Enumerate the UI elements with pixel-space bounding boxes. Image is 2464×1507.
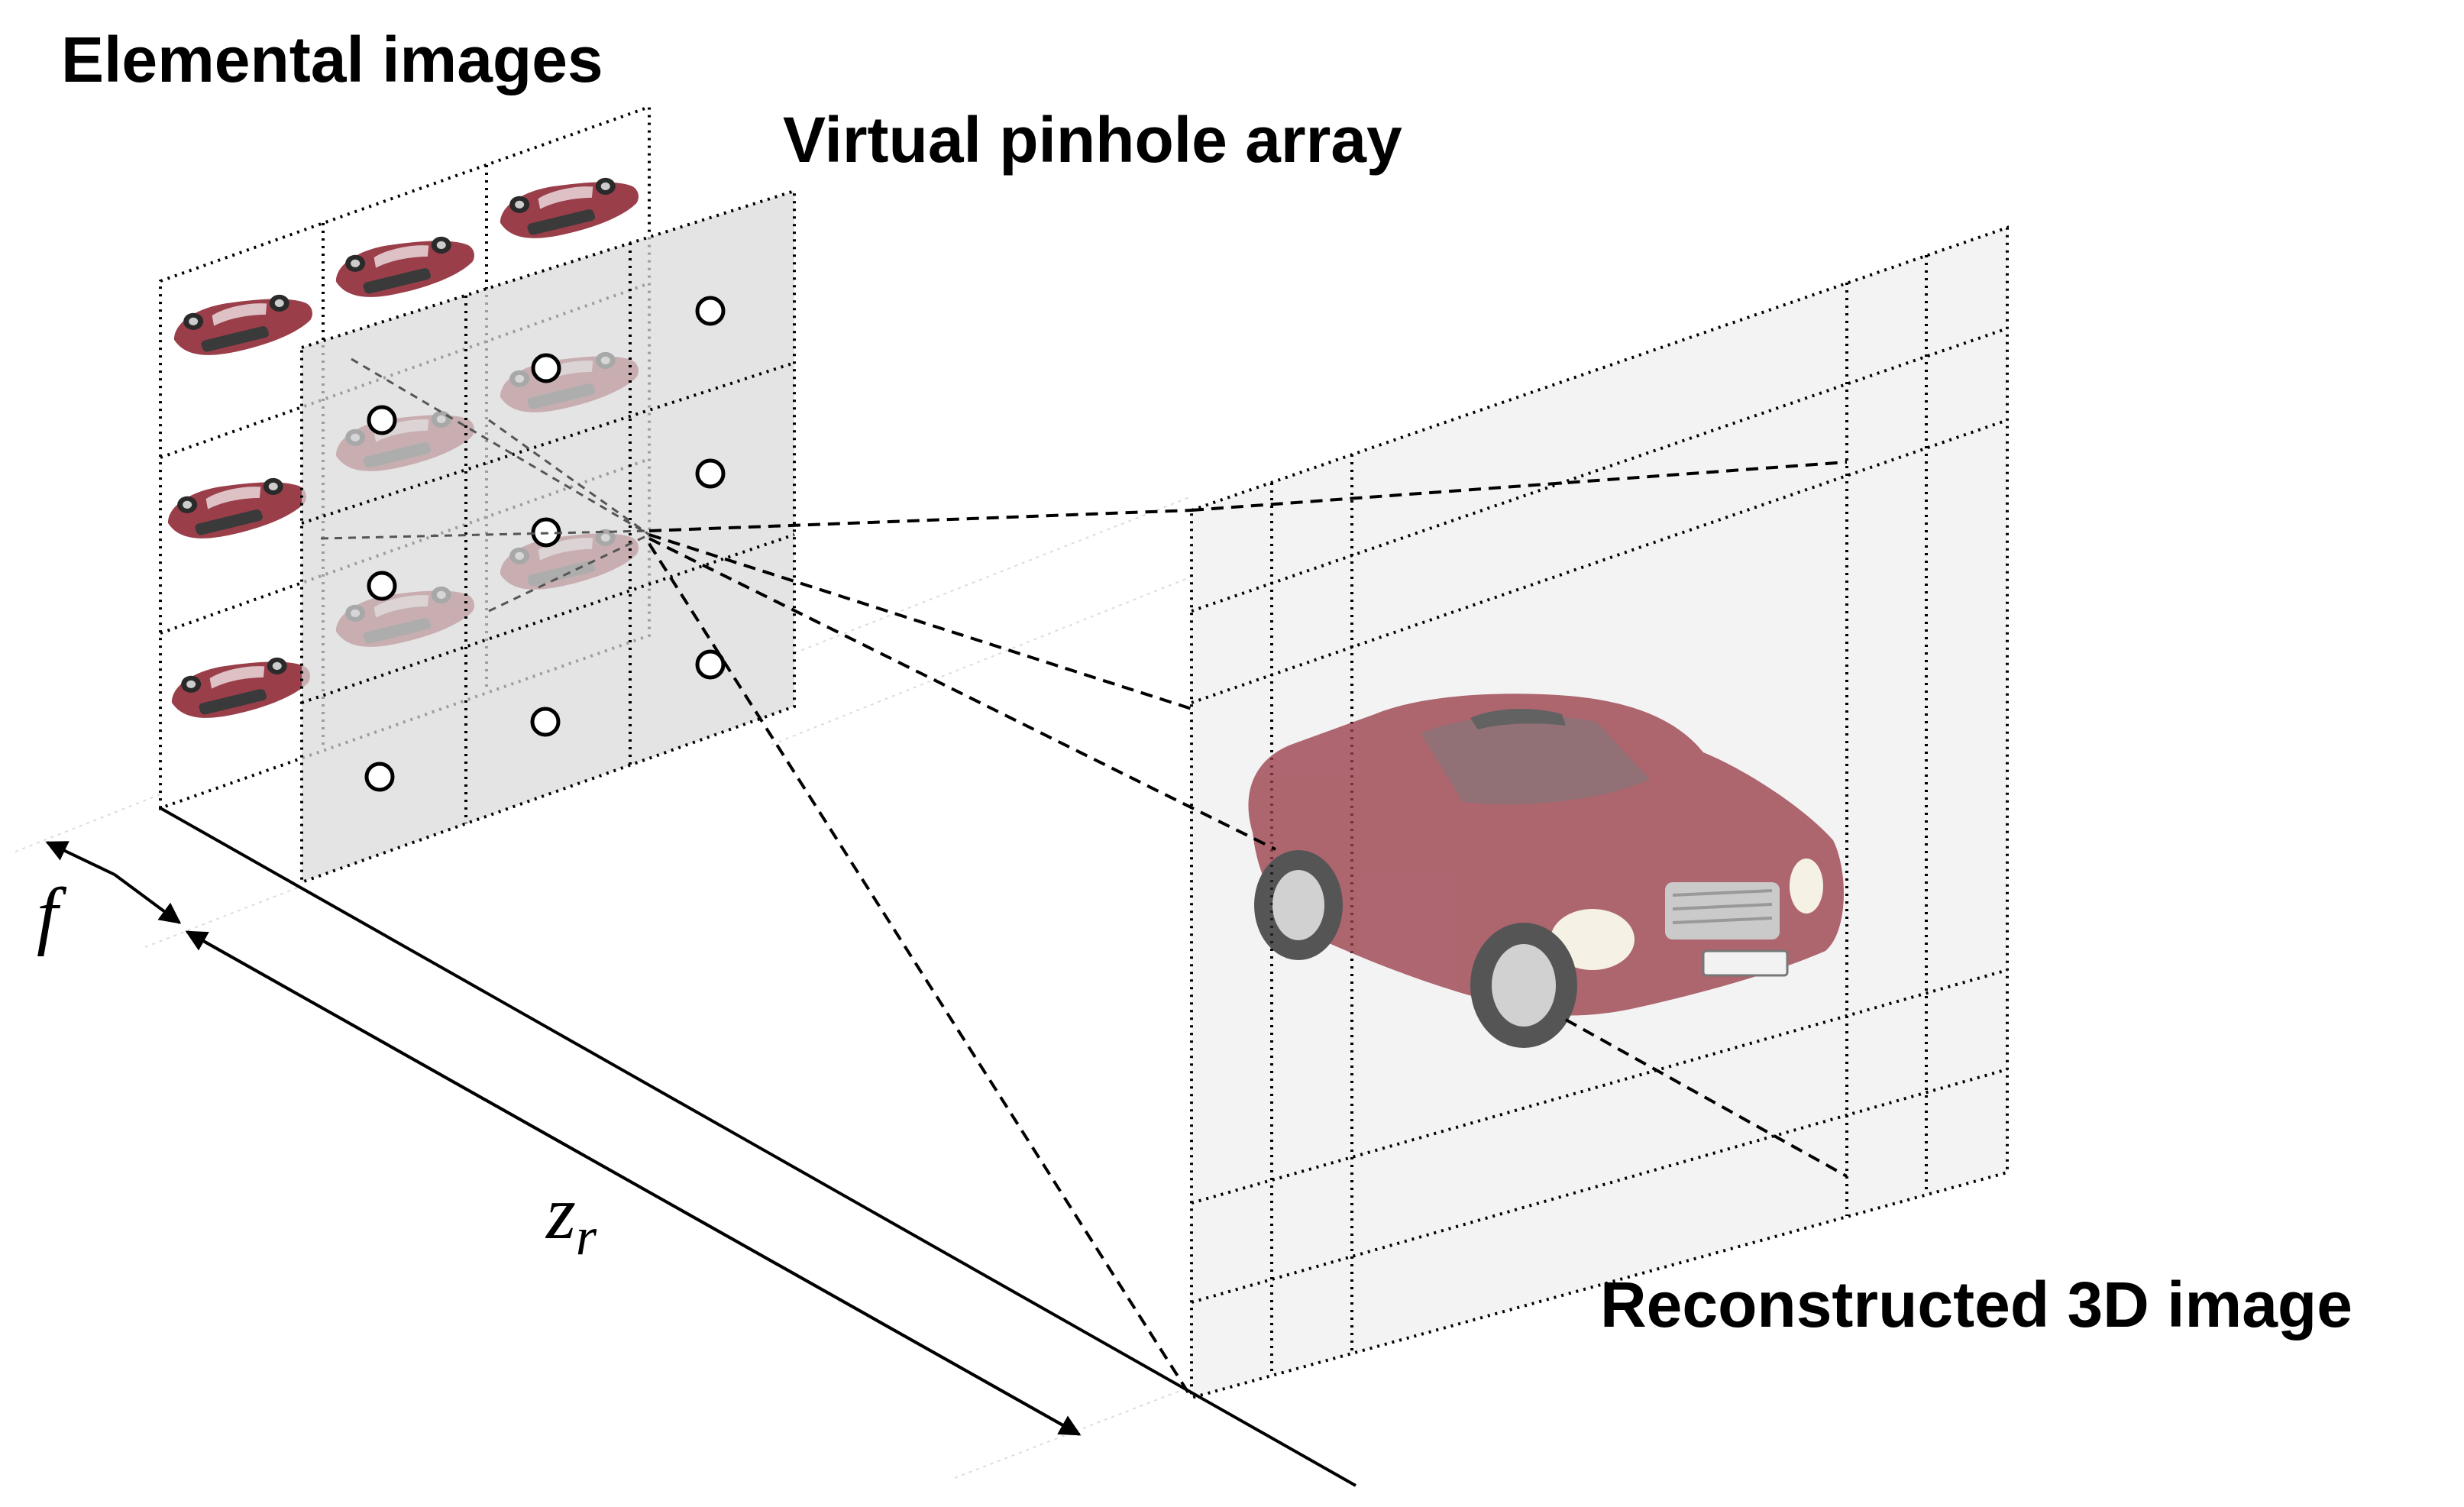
reconstructed-image-label: Reconstructed 3D image: [1600, 1269, 2352, 1340]
distance-symbol-z: z: [546, 1170, 576, 1255]
focal-length-dimension: [45, 841, 1082, 1436]
pinhole-circle-icon: [364, 762, 395, 792]
construction-guides: [15, 496, 1192, 1479]
pinhole-circle-icon: [695, 296, 726, 326]
arrowhead-icon: [113, 873, 182, 924]
reconstructed-image-plane: [1190, 225, 2009, 1400]
pinhole-rays: [320, 357, 650, 613]
pinhole-circle-icon: [367, 405, 397, 435]
elemental-images-label: Elemental images: [61, 24, 603, 95]
pinhole-circle-icon: [695, 649, 726, 680]
pinhole-array-label: Virtual pinhole array: [783, 104, 1402, 176]
arrowhead-icon: [185, 930, 1080, 1436]
distance-symbol: zr: [546, 1169, 597, 1268]
pinhole-circle-icon: [531, 353, 561, 383]
pinhole-circle-icon: [695, 458, 726, 489]
projection-rays: [648, 461, 1848, 1399]
reconstructed-car-icon: [1248, 694, 1844, 1048]
focal-length-symbol: f: [37, 872, 58, 957]
pinholes: [364, 296, 726, 792]
distance-symbol-subscript: r: [575, 1208, 597, 1266]
arrowhead-icon: [45, 841, 115, 876]
pinhole-circle-icon: [530, 707, 561, 737]
baseline: [160, 807, 1356, 1487]
virtual-pinhole-array: [300, 189, 796, 884]
pinhole-circle-icon: [367, 571, 397, 601]
